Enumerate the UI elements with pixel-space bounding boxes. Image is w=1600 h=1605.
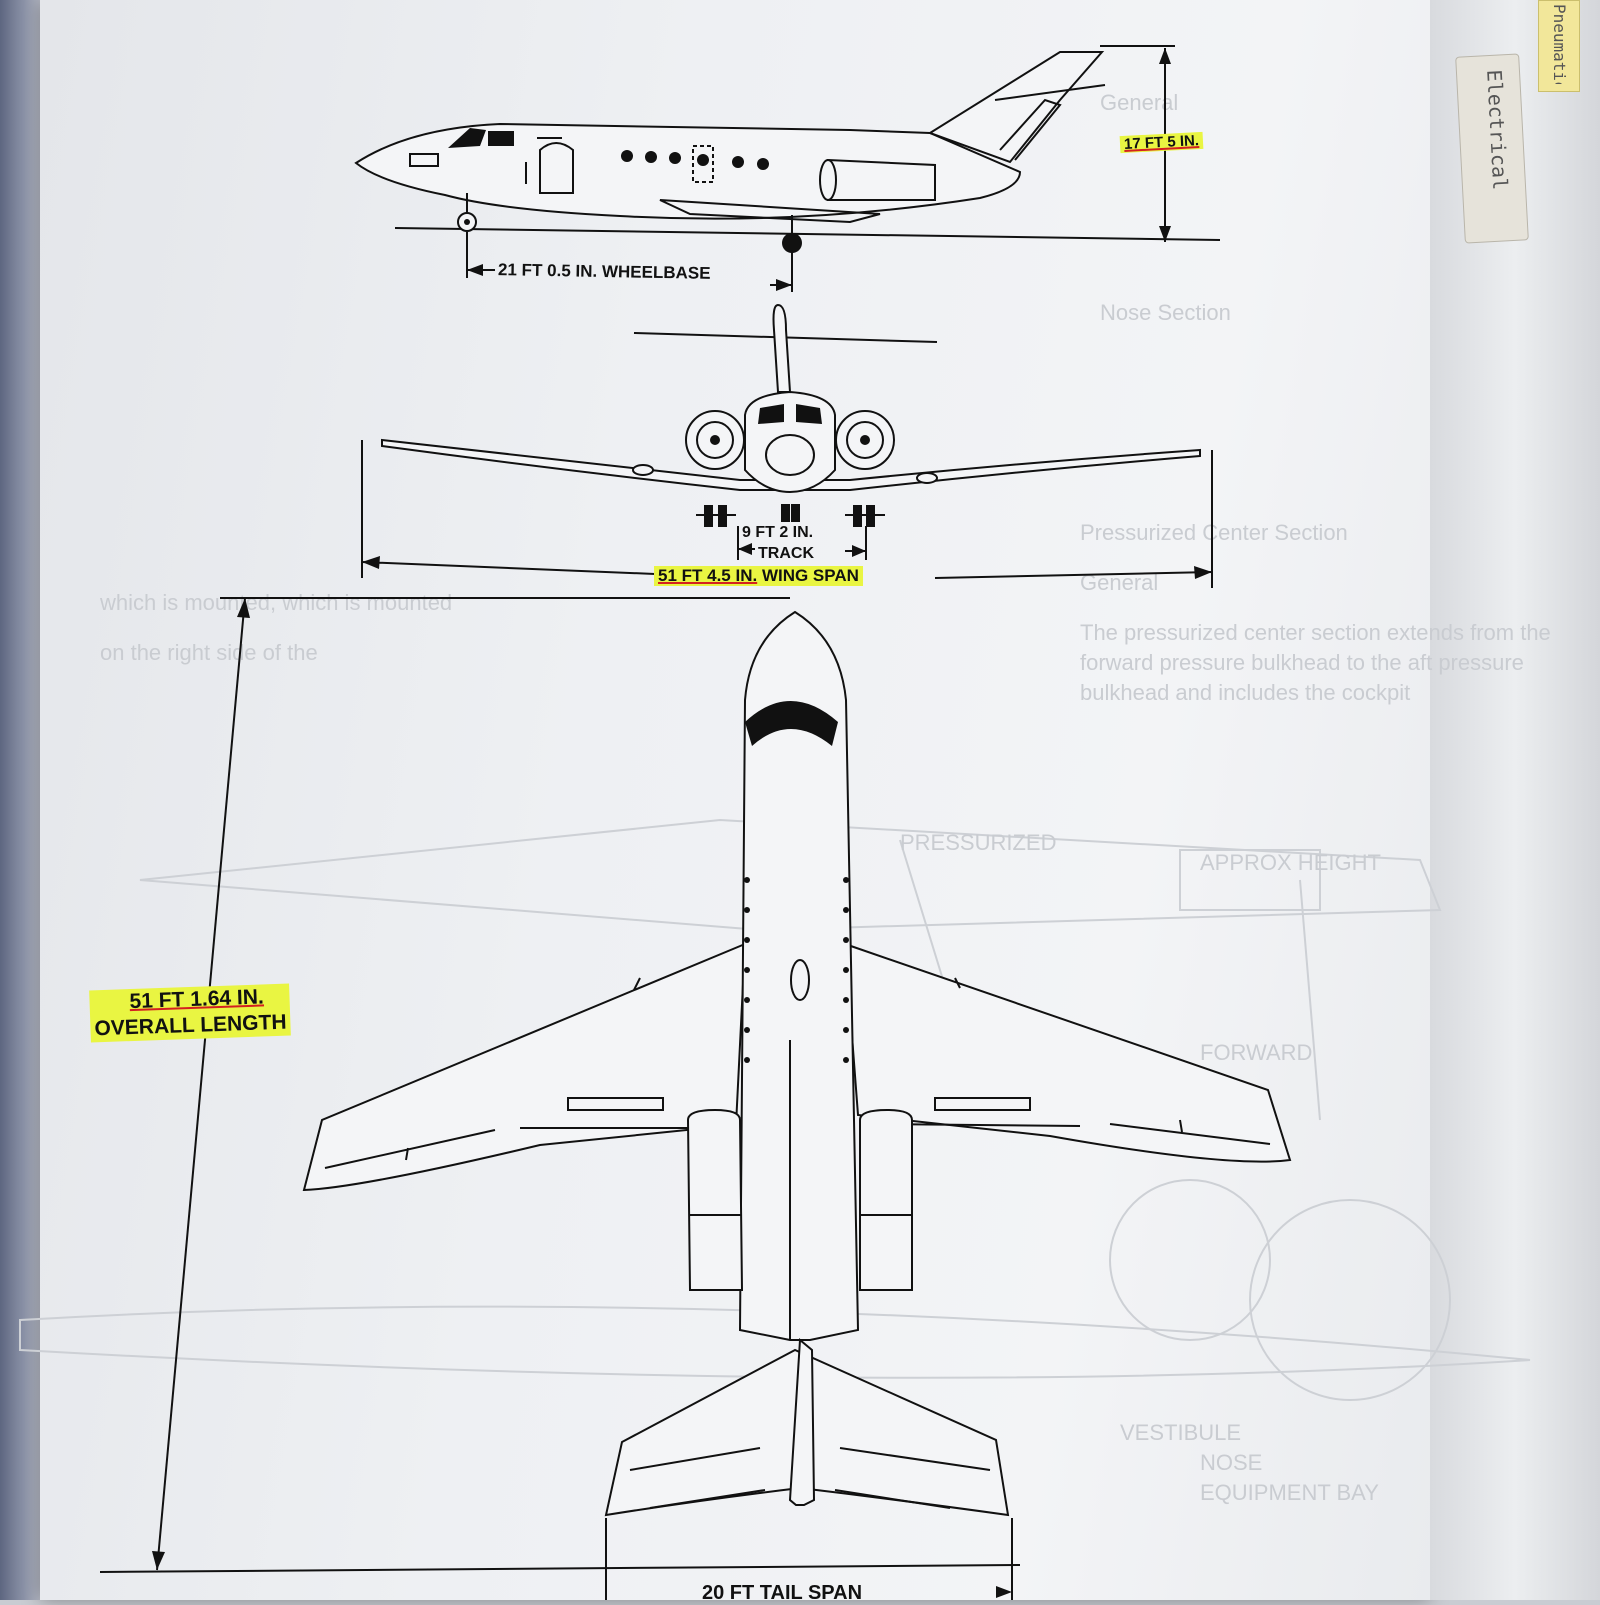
cabin-windows — [744, 877, 849, 1063]
overall-length-dimension-label: 51 FT 1.64 IN. OVERALL LENGTH — [89, 983, 291, 1043]
svg-text:FORWARD: FORWARD — [1200, 1040, 1312, 1065]
track-dimension-value: 9 FT 2 IN. — [742, 524, 814, 541]
svg-text:General: General — [1100, 90, 1178, 115]
svg-text:which is mounted, which is mou: which is mounted, which is mounted — [99, 590, 452, 615]
tail-span-dimension-label: 20 FT TAIL SPAN — [702, 1582, 863, 1604]
svg-text:NOSE: NOSE — [1200, 1450, 1262, 1475]
top-view — [99, 597, 1292, 1600]
svg-text:PRESSURIZED: PRESSURIZED — [900, 830, 1056, 855]
svg-text:Nose Section: Nose Section — [1100, 300, 1231, 325]
svg-text:VESTIBULE: VESTIBULE — [1120, 1420, 1241, 1445]
bleed-through: APPROX HEIGHT FORWARD EQUIPMENT BAY NOSE… — [19, 90, 1551, 1505]
page-stack — [1430, 0, 1600, 1600]
svg-text:bulkhead and includes the cock: bulkhead and includes the cockpit — [1080, 680, 1410, 705]
svg-text:on the right side of the: on the right side of the — [100, 640, 318, 665]
svg-text:Pressurized Center Section: Pressurized Center Section — [1080, 520, 1348, 545]
svg-text:EQUIPMENT BAY: EQUIPMENT BAY — [1200, 1480, 1379, 1505]
svg-text:APPROX HEIGHT: APPROX HEIGHT — [1200, 850, 1381, 875]
svg-text:The pressurized center section: The pressurized center section extends f… — [1080, 620, 1551, 645]
wheelbase-dimension-label: 21 FT 0.5 IN. WHEELBASE — [497, 260, 711, 283]
wingspan-dimension-label: 51 FT 4.5 IN. WING SPAN — [654, 566, 863, 586]
section-tab-secondary[interactable] — [1538, 0, 1580, 92]
front-view — [361, 303, 1213, 588]
side-view — [354, 45, 1221, 292]
svg-text:forward pressure bulkhead to t: forward pressure bulkhead to the aft pre… — [1080, 650, 1524, 675]
section-tab-secondary-label: Pneumatics — [1550, 4, 1569, 84]
track-dimension-label: TRACK — [758, 545, 814, 562]
